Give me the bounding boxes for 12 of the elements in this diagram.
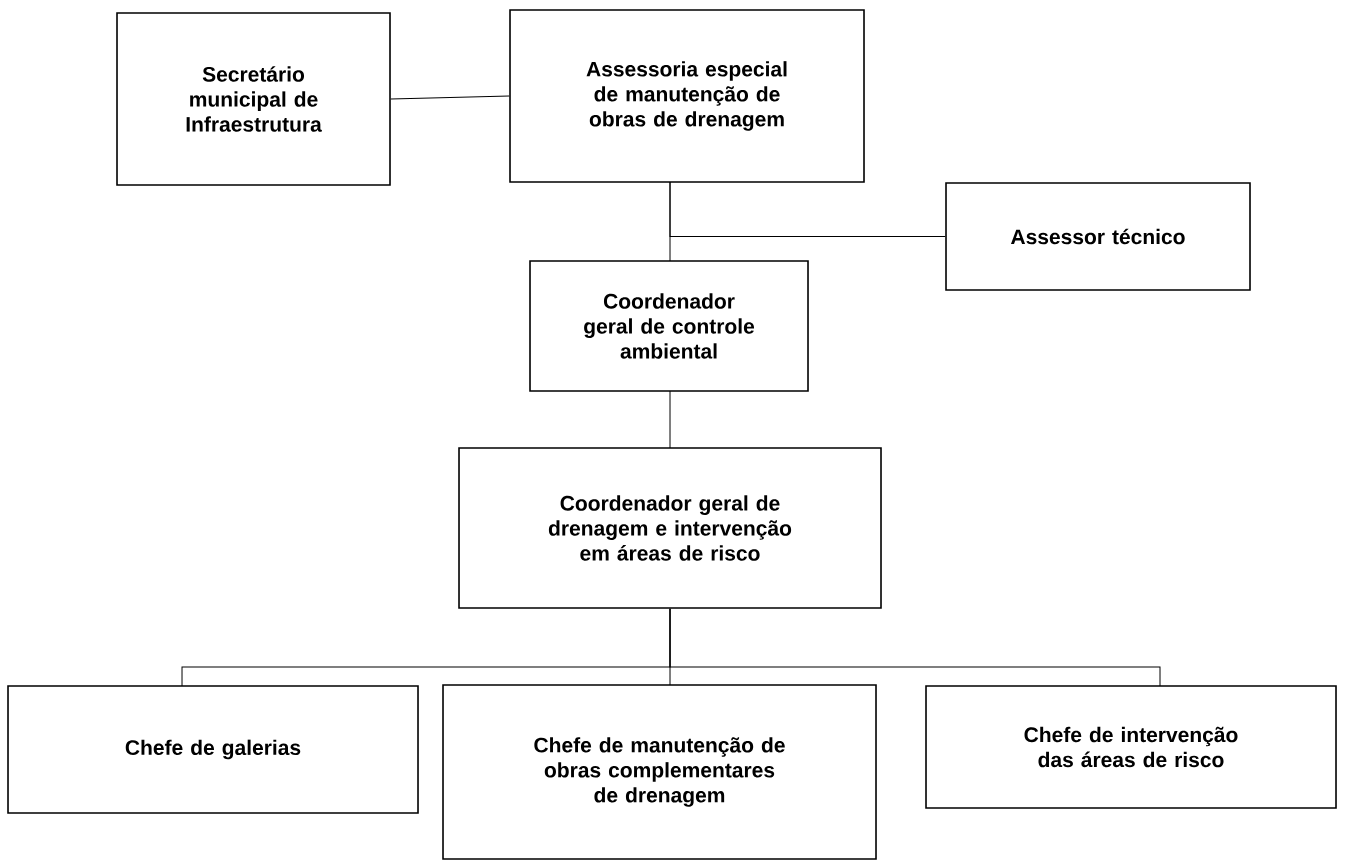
connector-line [390, 95, 510, 100]
org-box: Assessor técnico [945, 182, 1251, 291]
org-box: Coordenador geral de drenagem e intervenção em áreas de risco [458, 447, 882, 609]
org-box: Coordenador geral de controle ambiental [529, 260, 809, 392]
connector-line [669, 181, 671, 262]
org-box: Chefe de galerias [7, 685, 419, 814]
org-box: Chefe de intervenção das áreas de risco [925, 685, 1337, 809]
org-box: Chefe de manutenção de obras complementares de drenagem [442, 684, 877, 860]
connector-line [669, 390, 671, 449]
org-box: Assessoria especial de manutenção de obras de drenagem [509, 9, 865, 183]
org-box: Secretário municipal de Infraestrutura [116, 12, 391, 186]
connector-line [669, 608, 1161, 687]
